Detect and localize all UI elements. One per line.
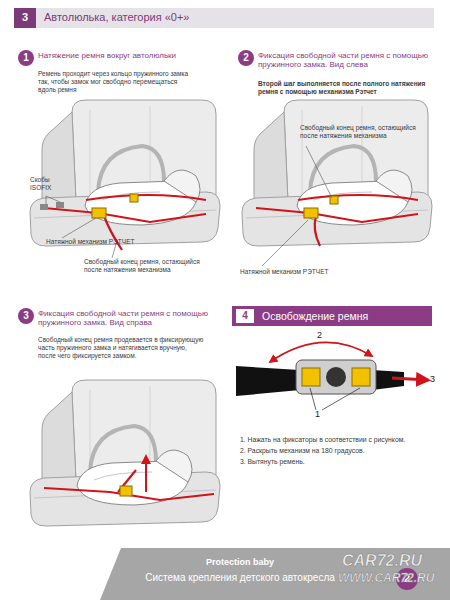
shape-fill — [238, 50, 254, 66]
release-latch — [302, 368, 320, 386]
leader-line — [306, 146, 332, 198]
node-text: 1 — [18, 52, 34, 64]
car-seat — [242, 100, 432, 246]
car-seat — [30, 380, 220, 526]
node-text: Освобождение ремня — [262, 310, 427, 322]
strap — [236, 366, 300, 396]
belt-free-end — [315, 216, 320, 246]
part-label: Натяжной механизм РЭТЧЕТ — [240, 268, 390, 276]
ratchet-mechanism — [296, 360, 376, 394]
part-label: Свободный конец ремня, остающийся после … — [300, 124, 422, 140]
step-number: 4 — [236, 309, 254, 323]
shape-fill — [18, 308, 34, 324]
node-text: Автолюлька, категория «0+» — [44, 11, 424, 24]
node-text: 2 — [238, 52, 254, 64]
shape-fill — [100, 548, 450, 600]
belt — [86, 195, 206, 200]
callout-number: 2 — [317, 330, 329, 341]
node-text: Protection baby — [120, 557, 360, 567]
watermark: CAR72.RU — [342, 551, 442, 570]
section-number: 3 — [14, 8, 36, 28]
instruction-step: 2. Раскрыть механизм на 180 градусов. — [240, 447, 435, 455]
node-heading: Фиксация свободной части ремня с помощью… — [258, 51, 434, 69]
infant-carrier — [85, 146, 200, 225]
belt — [256, 208, 418, 222]
part-label: Натяжной механизм РЭТЧЕТ — [46, 238, 196, 246]
leader-line — [310, 388, 360, 410]
leader-line — [112, 244, 116, 258]
infant-carrier — [77, 426, 192, 505]
spring-lock — [120, 486, 132, 496]
step-note: Второй шаг выполняется после полного нат… — [258, 80, 426, 96]
section-band: Автолюлька, категория «0+» 3 — [14, 8, 434, 28]
node-text: 3 — [14, 11, 36, 24]
part-label: Свободный конец ремня, остающийся после … — [84, 258, 212, 274]
leader-line — [46, 196, 60, 204]
spring-lock — [330, 196, 338, 204]
node-heading: Фиксация свободной части ремня с помощью… — [38, 309, 218, 327]
instruction-step: 1. Нажать на фиксаторы в соответствии с … — [240, 436, 435, 444]
ratchet-knob — [326, 367, 346, 387]
watermark: WWW.CAR72.RU — [338, 571, 450, 585]
ratchet-mechanism — [92, 208, 106, 218]
leader-line — [262, 220, 308, 266]
node-text: 3 — [18, 310, 34, 322]
pull-arrow — [145, 456, 147, 492]
belt — [298, 195, 418, 200]
step-number: 1Натяжение ремня вокруг автолюльки — [18, 50, 34, 66]
car-seat — [30, 100, 220, 246]
pull-arrow — [392, 378, 428, 380]
part-label: Скобы ISOFIX — [30, 176, 64, 192]
instruction-step: 3. Вытянуть ремень. — [240, 458, 435, 466]
step-number: 3Фиксация свободной части ремня с помощь… — [18, 308, 34, 324]
step-note: Ремень проходит через кольцо пружинного … — [38, 70, 190, 93]
shape-fill — [18, 50, 34, 66]
infant-carrier — [297, 146, 412, 225]
node-heading: Система крепления детского автокресла — [120, 572, 360, 584]
isofix-bracket — [40, 204, 48, 210]
isofix-bracket — [56, 202, 64, 208]
leader-line — [62, 218, 96, 238]
step-number: 2Фиксация свободной части ремня с помощь… — [238, 50, 254, 66]
spring-lock — [130, 194, 138, 202]
strap — [372, 370, 404, 390]
callout-number: 3 — [430, 374, 442, 385]
ratchet-mechanism — [304, 208, 318, 218]
belt — [44, 208, 206, 222]
release-latch — [352, 368, 370, 386]
callout-number: 1 — [315, 409, 327, 420]
node-text: 4 — [236, 310, 254, 322]
step-note: Свободный конец ремня продевается в фикс… — [38, 336, 206, 359]
node-heading: Натяжение ремня вокруг автолюльки — [38, 51, 216, 60]
rotate-arrow — [270, 342, 372, 362]
step-band: Освобождение ремня 4 — [232, 306, 432, 326]
